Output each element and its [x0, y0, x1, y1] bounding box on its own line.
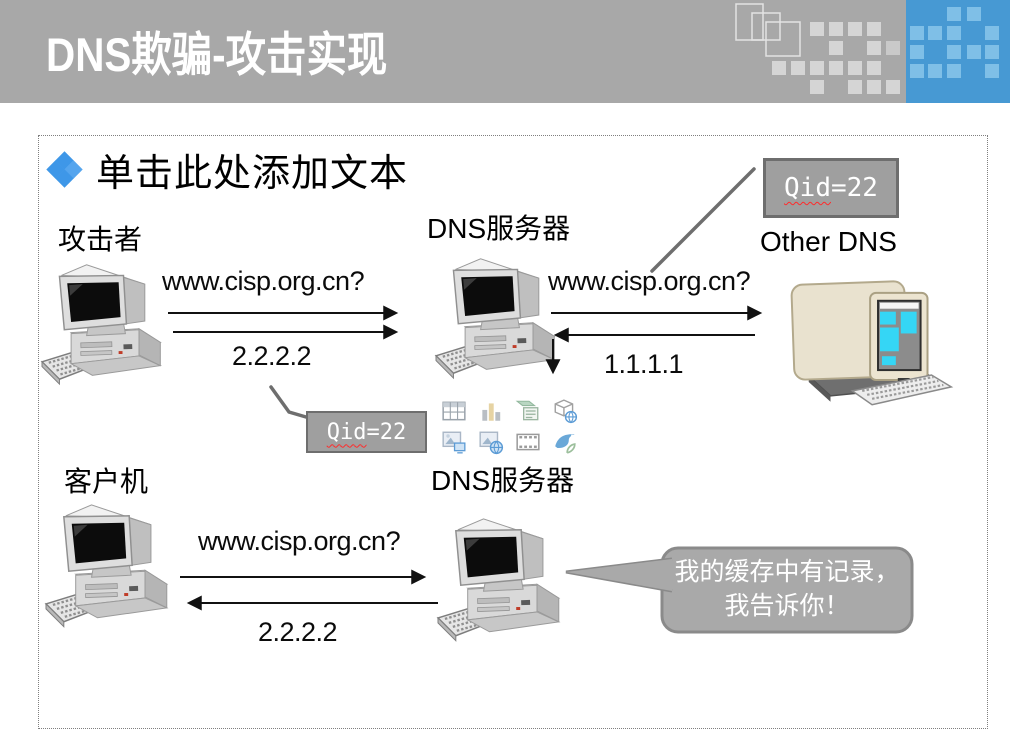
dns-server-bottom-label-en: DNS — [431, 465, 491, 496]
diamond-bullet-icon — [46, 150, 83, 188]
dns-server-top-label-en: DNS — [427, 213, 487, 244]
attacker-spoof-answer-text: 2.2.2.2 — [232, 341, 312, 371]
dns-server-bottom-label: DNS服务器 — [431, 459, 574, 499]
smartart-icon[interactable] — [515, 398, 541, 424]
qid-badge-top-prefix: Qid — [784, 173, 831, 203]
real-answer-text: 1.1.1.1 — [604, 349, 684, 379]
qid-badge-bottom: Qid=22 — [306, 411, 427, 453]
placeholder-title-text[interactable]: 单击此处添加文本 — [96, 153, 409, 195]
slide-title: DNS欺骗-攻击实现 — [46, 28, 388, 81]
video-icon[interactable] — [515, 429, 541, 455]
slide-header: DNS欺骗-攻击实现 — [0, 0, 1010, 103]
dns-server-top-label: DNS服务器 — [427, 207, 570, 247]
attacker-query-text: www.cisp.org.cn? — [162, 266, 365, 296]
speech-bubble-line1: 我的缓存中有记录， — [674, 559, 900, 586]
speech-bubble-line2: 我告诉你！ — [724, 593, 850, 620]
bar-chart-icon[interactable] — [478, 398, 504, 424]
qid-badge-top: Qid=22 — [763, 158, 899, 218]
pictures-icon[interactable] — [441, 429, 467, 455]
3d-model-icon[interactable] — [552, 398, 578, 424]
qid-badge-top-suffix: =22 — [831, 173, 878, 203]
header-decor-squares — [735, 3, 900, 94]
dns-server-top-label-zh: 服务器 — [486, 214, 571, 245]
qid-badge-bottom-suffix: =22 — [366, 419, 407, 445]
client-label: 客户机 — [64, 467, 149, 498]
dns-server-bottom-label-zh: 服务器 — [490, 466, 575, 497]
stock-images-icon[interactable] — [552, 429, 578, 455]
client-query-text: www.cisp.org.cn? — [198, 526, 401, 556]
other-dns-label: Other DNS — [760, 226, 897, 257]
placeholder-insert-icons — [441, 398, 589, 460]
qid-badge-bottom-prefix: Qid — [326, 419, 367, 445]
table-icon[interactable] — [441, 398, 467, 424]
speech-bubble-text: 我的缓存中有记录， 我告诉你！ — [664, 556, 910, 624]
online-pictures-icon[interactable] — [478, 429, 504, 455]
recursive-query-text: www.cisp.org.cn? — [548, 266, 751, 296]
header-blue-block — [906, 0, 1010, 103]
cached-answer-text: 2.2.2.2 — [258, 617, 338, 647]
attacker-label: 攻击者 — [58, 225, 143, 256]
blue-block-squares — [910, 7, 999, 78]
placeholder-title-line[interactable]: 单击此处添加文本 — [46, 142, 409, 197]
